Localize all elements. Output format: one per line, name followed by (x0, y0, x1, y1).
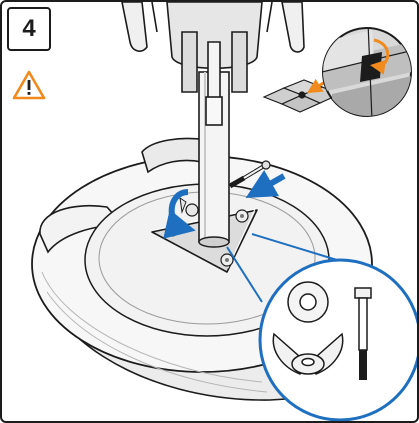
floor-tile-detail (262, 27, 412, 117)
umbrella-hub (121, 2, 305, 126)
warning-triangle-icon (12, 70, 46, 100)
washer-part (287, 281, 329, 323)
wing-nut-part (272, 332, 344, 375)
hardware-detail-callout (226, 233, 417, 421)
insert-arrow-icon (245, 170, 286, 198)
rotation-arrow-icon (163, 189, 196, 239)
insert-bolt (228, 160, 271, 189)
bolt-part (354, 287, 372, 380)
step-number: 4 (22, 15, 36, 42)
step-number-box: 4 (7, 7, 51, 51)
